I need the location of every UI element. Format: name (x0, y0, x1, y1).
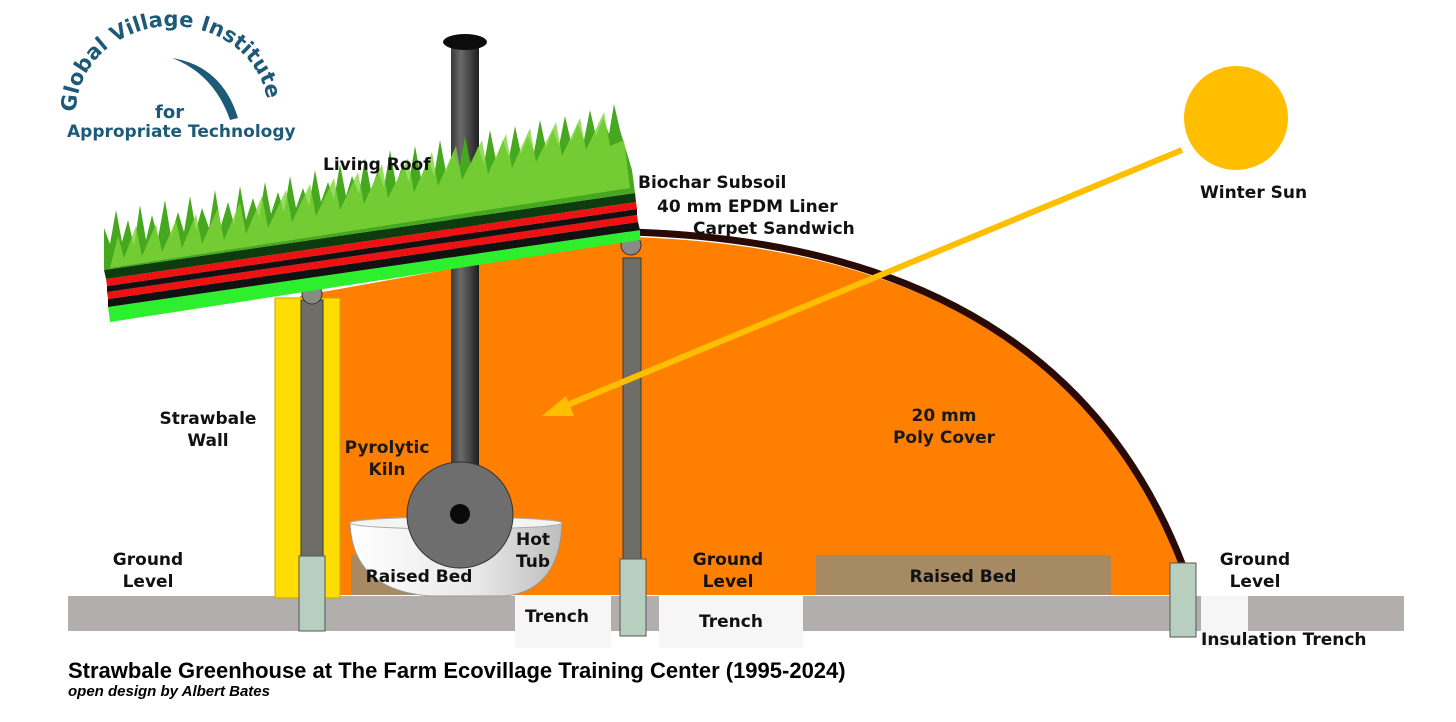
logo: Global Village Institute for Appropriate… (57, 7, 296, 142)
left-post (300, 299, 324, 559)
right-footing (1169, 562, 1197, 638)
label-epdm-liner: 40 mm EPDM Liner (657, 197, 838, 217)
roof-dark-green (104, 193, 636, 279)
roof-red-2 (106, 202, 637, 286)
middle-post (622, 257, 642, 561)
logo-arc-text: Global Village Institute (57, 7, 286, 113)
label-trench-mid: Trench (699, 612, 763, 632)
label-pyrolytic-kiln-line1: Pyrolytic (345, 438, 430, 458)
label-hot-tub-line2: Tub (516, 552, 550, 572)
label-raised-bed-left: Raised Bed (366, 567, 473, 587)
winter-sun (1184, 66, 1288, 170)
roof-black-1 (108, 222, 640, 307)
left-footing (298, 555, 326, 632)
greenhouse-interior (300, 237, 1183, 595)
label-ground-level-right-line2: Level (1230, 572, 1281, 592)
roof-black-2 (107, 209, 637, 292)
roof-green-base (108, 230, 640, 322)
label-ground-level-mid-line1: Ground (693, 550, 763, 570)
label-ground-level-mid-line2: Level (703, 572, 754, 592)
sun-ray-arrowhead (542, 396, 574, 416)
label-poly-cover-line1: 20 mm (911, 406, 976, 426)
roof-red-1 (107, 215, 638, 299)
middle-footing (619, 558, 647, 637)
label-ground-level-right-line1: Ground (1220, 550, 1290, 570)
kiln-port (450, 504, 470, 524)
caption-subtitle: open design by Albert Bates (68, 683, 270, 700)
label-strawbale-wall-line1: Strawbale (160, 409, 257, 429)
roof-grass-highlight (110, 112, 630, 268)
raised-bed-right (816, 555, 1111, 595)
logo-for: for (155, 102, 184, 123)
label-raised-bed-right: Raised Bed (910, 567, 1017, 587)
label-living-roof: Living Roof (323, 155, 431, 175)
insulation-trench-box (1201, 596, 1248, 648)
stovepipe-cap (443, 34, 487, 50)
label-biochar-subsoil: Biochar Subsoil (638, 173, 786, 193)
poly-cover-arc (628, 228, 1187, 570)
logo-bottom-text: Appropriate Technology (67, 122, 296, 142)
living-roof-layers (104, 104, 640, 322)
trench-left-box (515, 596, 611, 648)
label-insulation-trench: Insulation Trench (1201, 630, 1367, 650)
label-strawbale-wall-line2: Wall (187, 431, 228, 451)
label-carpet-sandwich: Carpet Sandwich (693, 219, 855, 239)
label-pyrolytic-kiln-line2: Kiln (369, 460, 406, 480)
sun-ray (558, 147, 1184, 411)
label-hot-tub-line1: Hot (516, 530, 550, 550)
label-ground-level-left-line1: Ground (113, 550, 183, 570)
label-ground-level-left-line2: Level (123, 572, 174, 592)
label-poly-cover-line2: Poly Cover (893, 428, 996, 448)
label-winter-sun: Winter Sun (1200, 183, 1307, 203)
caption-title: Strawbale Greenhouse at The Farm Ecovill… (68, 658, 846, 683)
trench-mid-box (659, 596, 803, 648)
logo-swoosh-icon (172, 58, 238, 120)
label-trench-left: Trench (525, 607, 589, 627)
